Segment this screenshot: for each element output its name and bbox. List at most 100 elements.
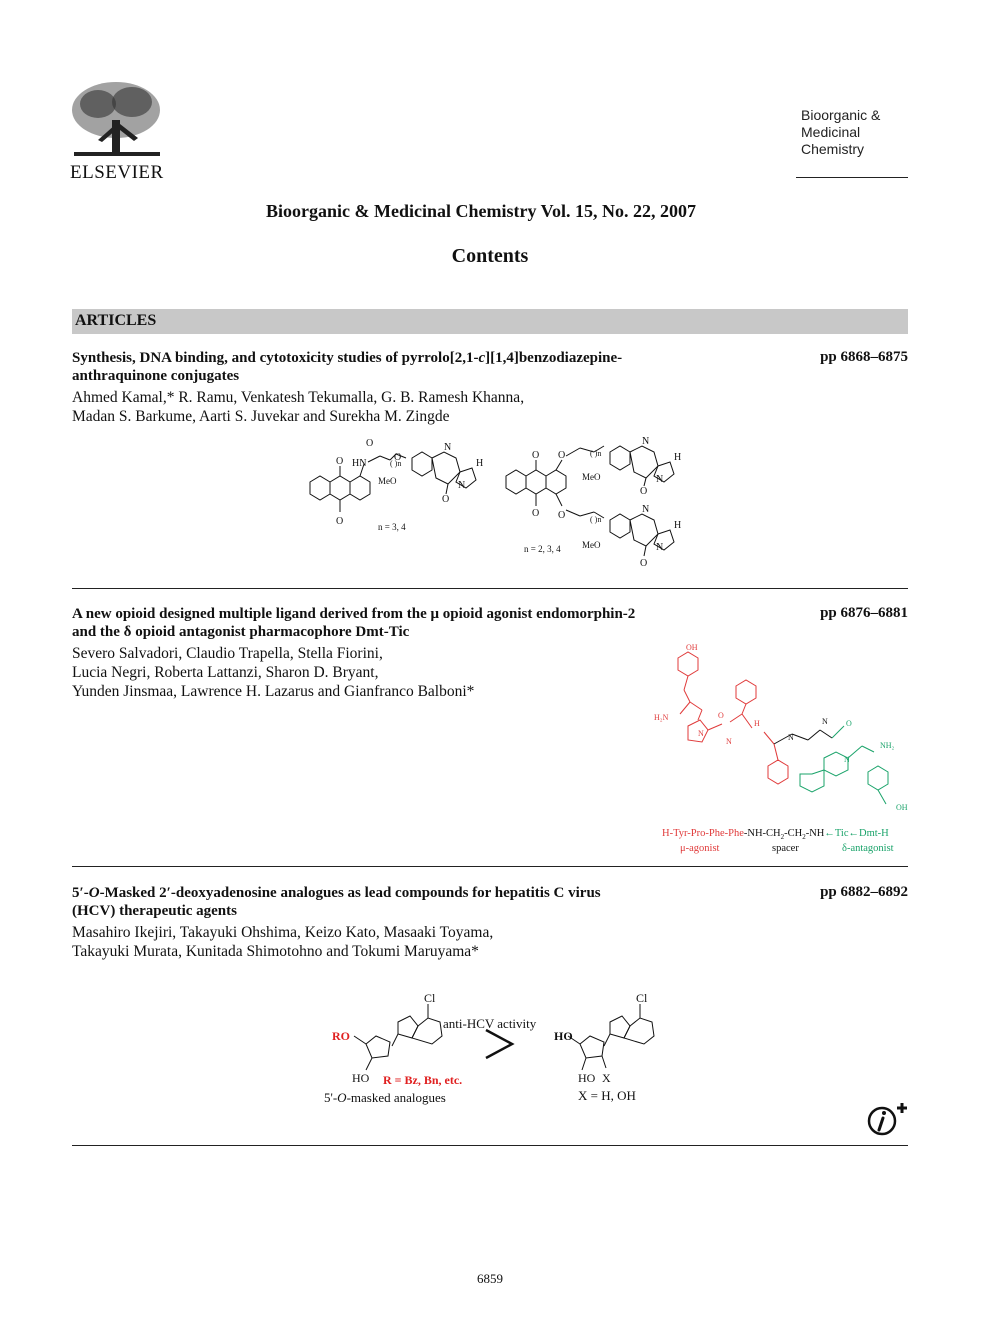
n-label-right: n = 2, 3, 4: [524, 544, 561, 554]
seq-antagonist: ←Tic←Dmt-H: [824, 828, 889, 839]
author-line: Ahmed Kamal,* R. Ramu, Venkatesh Tekumal…: [72, 389, 525, 406]
author-line: Takayuki Murata, Kunitada Shimotohno and…: [72, 943, 479, 960]
article-pages: pp 6868–6875: [820, 349, 908, 365]
title-text: 5′-: [72, 885, 89, 901]
article-title[interactable]: A new opioid designed multiple ligand de…: [72, 605, 712, 641]
svg-text:RO: RO: [332, 1029, 350, 1043]
svg-text:MeO: MeO: [582, 540, 601, 550]
journal-mark: Bioorganic & Medicinal Chemistry: [801, 107, 880, 158]
svg-text:( )n: ( )n: [590, 449, 601, 458]
masked-label-text: -masked analogues: [347, 1090, 446, 1105]
seq-spacer: -NH: [806, 828, 825, 839]
svg-text:H: H: [674, 520, 681, 531]
title-italic: c: [478, 350, 486, 366]
page-number: 6859: [477, 1271, 503, 1286]
svg-text:HO: HO: [578, 1071, 596, 1085]
svg-text:N: N: [656, 474, 663, 485]
journal-rule: [796, 177, 908, 178]
svg-text:OH: OH: [686, 643, 698, 652]
r-definition: R = Bz, Bn, etc.: [383, 1073, 462, 1087]
svg-text:O: O: [558, 450, 565, 461]
svg-text:( )n: ( )n: [390, 459, 401, 468]
graphical-abstract-opioid-ligand: OH H₂N N O N H N N O N NH₂ OH H-Tyr-Pro-…: [654, 643, 908, 854]
author-line: Masahiro Ikejiri, Takayuki Ohshima, Keiz…: [72, 924, 494, 941]
svg-text:O: O: [718, 711, 724, 720]
svg-text:HO: HO: [352, 1071, 370, 1085]
svg-text:N: N: [788, 733, 794, 742]
title-text: A new opioid designed multiple ligand de…: [72, 606, 636, 622]
label-spacer: spacer: [772, 843, 799, 854]
label-agonist: μ-agonist: [680, 843, 720, 854]
article-pages: pp 6882–6892: [820, 884, 908, 900]
svg-text:H₂N: H₂N: [654, 713, 669, 722]
svg-text:H: H: [754, 719, 760, 728]
svg-text:O: O: [640, 486, 647, 497]
svg-text:( )n: ( )n: [590, 515, 601, 524]
svg-text:N: N: [458, 480, 465, 491]
seq-spacer-sub: 2: [802, 833, 806, 841]
graphical-abstract-nucleoside: Cl Cl RO HO HO HO X anti-HCV activity R …: [324, 991, 655, 1105]
svg-text:NH₂: NH₂: [880, 741, 895, 750]
svg-text:O: O: [336, 456, 343, 467]
author-line: Lucia Negri, Roberta Lattanzi, Sharon D.…: [72, 664, 379, 681]
svg-text:N: N: [642, 436, 649, 447]
svg-text:O: O: [532, 508, 539, 519]
svg-text:N: N: [642, 504, 649, 515]
supplementary-info-icon[interactable]: [866, 1100, 910, 1138]
title-text: ][1,4]benzodiazepine-: [485, 350, 623, 366]
title-text: (HCV) therapeutic agents: [72, 903, 237, 919]
svg-text:O: O: [558, 510, 565, 521]
title-text: and the δ opioid antagonist pharmacophor…: [72, 624, 410, 640]
article-authors: Masahiro Ikejiri, Takayuki Ohshima, Keiz…: [72, 923, 672, 961]
svg-text:O: O: [532, 450, 539, 461]
svg-text:O: O: [442, 494, 449, 505]
article-title[interactable]: Synthesis, DNA binding, and cytotoxicity…: [72, 349, 712, 385]
svg-text:O: O: [394, 452, 401, 463]
seq-spacer: -CH: [784, 828, 803, 839]
section-label: ARTICLES: [75, 312, 157, 329]
svg-text:O: O: [640, 558, 647, 569]
title-text: -Masked 2′-deoxyadenosine analogues as l…: [99, 885, 601, 901]
svg-text:N: N: [698, 729, 704, 738]
svg-text:H: H: [476, 458, 483, 469]
svg-text:O: O: [846, 719, 852, 728]
svg-text:HO: HO: [554, 1029, 573, 1043]
seq-spacer: -NH-CH: [744, 828, 781, 839]
svg-text:O: O: [366, 438, 373, 449]
title-italic: O: [88, 885, 100, 901]
x-definition: X = H, OH: [578, 1088, 636, 1103]
svg-text:MeO: MeO: [378, 476, 397, 486]
title-text: Synthesis, DNA binding, and cytotoxicity…: [72, 350, 479, 366]
article-divider: [72, 1145, 908, 1146]
graphical-abstract-pbd-anthraquinone: O O HN O ( )n O MeO N N H O n = 3, 4 O O…: [309, 436, 681, 569]
svg-text:Cl: Cl: [424, 991, 436, 1005]
svg-text:N: N: [726, 737, 732, 746]
issue-title: Bioorganic & Medicinal Chemistry Vol. 15…: [266, 201, 696, 221]
svg-text:X: X: [602, 1071, 611, 1085]
seq-agonist: H-Tyr-Pro-Phe-Phe: [662, 828, 744, 839]
svg-text:MeO: MeO: [582, 472, 601, 482]
svg-text:N: N: [444, 442, 451, 453]
journal-mark-line: Bioorganic &: [801, 107, 881, 123]
masked-label-italic: O: [337, 1090, 347, 1105]
n-label-left: n = 3, 4: [378, 522, 406, 532]
section-bar-articles: ARTICLES: [72, 309, 908, 334]
article-authors: Severo Salvadori, Claudio Trapella, Stel…: [72, 644, 672, 701]
masked-label-text: 5'-: [324, 1090, 337, 1105]
svg-text:Cl: Cl: [636, 991, 648, 1005]
title-text: anthraquinone conjugates: [72, 368, 240, 384]
sequence-line: H-Tyr-Pro-Phe-Phe-NH-CH2-CH2-NH←Tic←Dmt-…: [662, 828, 889, 841]
contents-heading: Contents: [451, 245, 529, 267]
author-line: Yunden Jinsmaa, Lawrence H. Lazarus and …: [72, 683, 475, 700]
label-antagonist: δ-antagonist: [842, 843, 894, 854]
svg-text:HN: HN: [352, 458, 366, 469]
article-title[interactable]: 5′-O-Masked 2′-deoxyadenosine analogues …: [72, 884, 712, 920]
article-authors: Ahmed Kamal,* R. Ramu, Venkatesh Tekumal…: [72, 388, 672, 426]
activity-label: anti-HCV activity: [443, 1016, 537, 1031]
journal-mark-line: Medicinal: [801, 124, 861, 140]
author-line: Severo Salvadori, Claudio Trapella, Stel…: [72, 645, 383, 662]
author-line: Madan S. Barkume, Aarti S. Juvekar and S…: [72, 408, 450, 425]
article-divider: [72, 588, 908, 589]
svg-text:N: N: [656, 542, 663, 553]
svg-text:N: N: [822, 717, 828, 726]
